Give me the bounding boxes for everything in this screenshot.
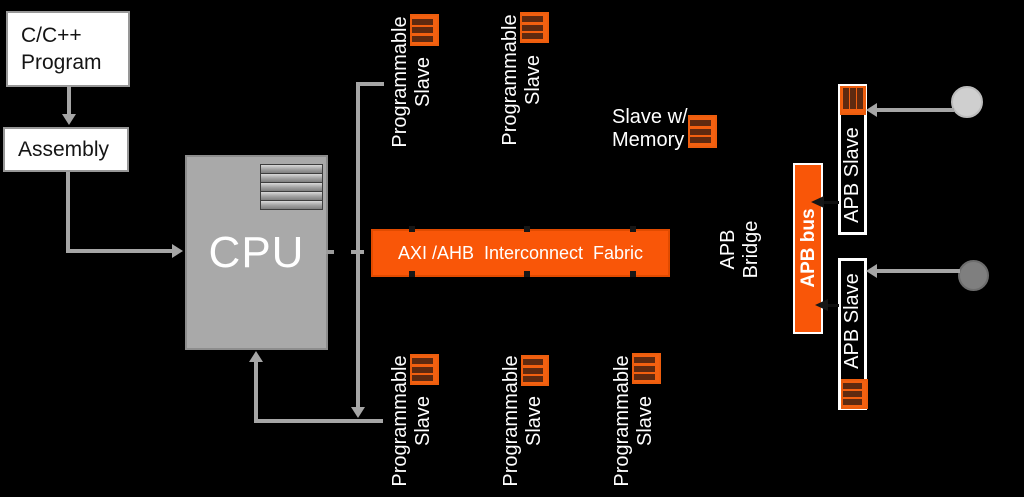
fabric-connector-tick — [409, 226, 415, 232]
slave-block-icon — [520, 12, 549, 43]
assembly-label: Assembly — [18, 138, 110, 161]
programmable-slave-line1: Programmable — [611, 355, 633, 487]
slave-block-icon — [410, 354, 439, 385]
branch-connector-top — [356, 82, 384, 86]
fabric-connector-tick — [409, 271, 415, 277]
apb-bridge-line1: APB — [717, 229, 739, 270]
slave-to-bus-arrow-top — [811, 196, 824, 208]
bus-to-cpu-arrow-head — [249, 351, 263, 362]
slave-block-icon — [410, 14, 439, 46]
bus-to-cpu-horizontal — [254, 419, 383, 423]
slave-to-bus-line-bottom — [827, 304, 839, 307]
slave-block-icon — [521, 355, 549, 386]
programmable-slave-line1: Programmable — [500, 355, 522, 487]
slave-with-memory-line1: Slave w/ — [612, 106, 688, 128]
programmable-slave-line1: Programmable — [389, 355, 411, 487]
bus-to-cpu-vertical — [254, 361, 258, 423]
programmable-slave-line1: Programmable — [389, 16, 411, 148]
fabric-connector-tick — [630, 226, 636, 232]
register-file-icon — [260, 164, 323, 210]
device-to-slave-line-bottom — [876, 269, 960, 273]
cpu-port-stub — [326, 250, 334, 254]
slave-with-memory-label: Slave w/ Memory — [612, 106, 692, 152]
c-program-box: C/C++ Program — [6, 11, 130, 87]
apb-slave-label-text: APB Slave — [841, 127, 863, 223]
slave-block-icon — [632, 353, 661, 384]
apb-slave-top-label: APB Slave — [841, 118, 864, 232]
register-row — [260, 200, 323, 210]
interconnect-fabric-label: AXI /AHB Interconnect Fabric — [397, 242, 644, 263]
slave-with-memory-icon — [688, 115, 717, 148]
programmable-slave-line1: Programmable — [499, 14, 521, 146]
fabric-connector-tick — [630, 271, 636, 277]
apb-slave-bottom-icon — [841, 379, 868, 409]
fabric-connector-tick — [524, 271, 530, 277]
interconnect-fabric-box: AXI /AHB Interconnect Fabric — [371, 229, 670, 277]
external-device-node-top — [951, 86, 983, 118]
apb-slave-top-icon — [840, 86, 866, 115]
apb-bridge-label: APB Bridge — [717, 212, 763, 287]
compile-arrow-head — [62, 114, 76, 125]
device-to-slave-line-top — [876, 108, 954, 112]
apb-bridge-line2: Bridge — [740, 220, 762, 279]
line-crossing-stub — [351, 250, 364, 254]
external-device-node-bottom — [958, 260, 989, 291]
c-program-label-line1: C/C++ — [21, 24, 82, 47]
branch-connector-vertical — [356, 82, 360, 408]
c-program-label-line2: Program — [21, 51, 102, 74]
branch-connector-arrow-head — [351, 407, 365, 418]
apb-slave-bottom-label: APB Slave — [841, 266, 864, 376]
slave-with-memory-line2: Memory — [612, 129, 685, 151]
fabric-connector-tick — [524, 226, 530, 232]
load-connector-horizontal — [66, 249, 172, 253]
slave-to-bus-arrow-bottom — [815, 299, 828, 311]
slave-to-bus-line-top — [822, 201, 839, 204]
assembly-box: Assembly — [3, 127, 129, 172]
load-arrow-head — [172, 244, 183, 258]
device-to-slave-arrow-bottom — [866, 264, 877, 278]
apb-slave-label-text: APB Slave — [841, 273, 863, 369]
load-connector-vertical — [66, 172, 70, 253]
device-to-slave-arrow-top — [866, 103, 877, 117]
cpu-label: CPU — [208, 227, 305, 277]
compile-arrow-shaft — [67, 86, 71, 116]
